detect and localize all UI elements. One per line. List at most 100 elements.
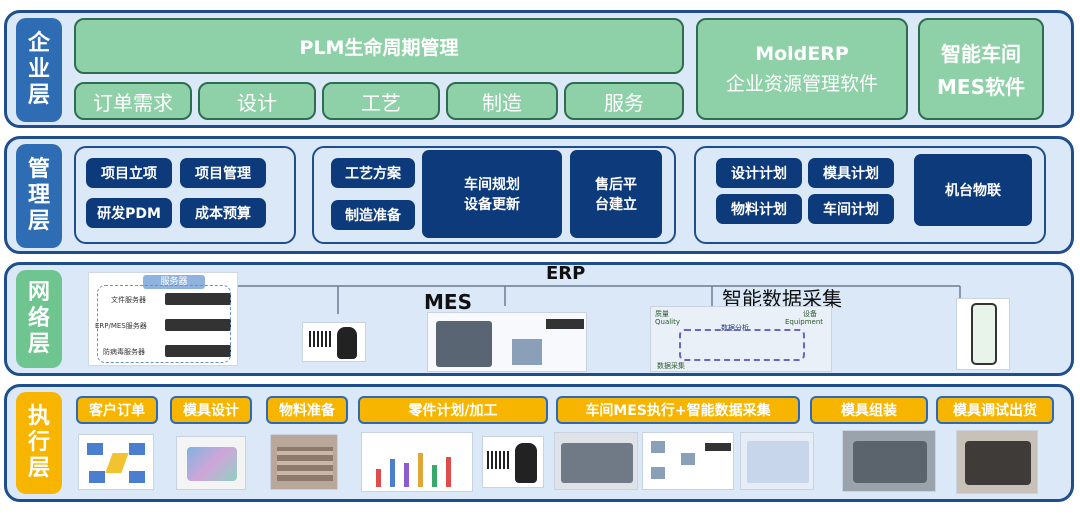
bar-icon (418, 453, 423, 487)
btn-cost-budget: 成本预算 (180, 198, 266, 228)
dashboard-icon (747, 441, 809, 483)
mold-design-image (176, 436, 246, 490)
steel-block-icon (277, 447, 333, 481)
server-diagram: 服务器 文件服务器 ERP/MES服务器 防病毒服务器 (88, 272, 238, 366)
plm-item-service: 服务 (564, 82, 684, 120)
bar-icon (376, 469, 381, 487)
data-screen-image (740, 432, 814, 490)
btn-workshop-plan: 车间计划 (808, 194, 894, 224)
erp-label: ERP (546, 263, 586, 284)
device-icon (651, 467, 665, 479)
mold-assembly-image (842, 430, 936, 492)
computer-icon (129, 471, 145, 483)
server-unit (165, 345, 231, 357)
dc-label-equipment-cn: 设备 (803, 310, 817, 318)
workshop-planning-line2: 设备更新 (464, 197, 520, 213)
mes-software-box: 智能车间 MES软件 (918, 18, 1044, 120)
dc-label-quality-cn: 质量 (655, 310, 669, 318)
btn-material-plan: 物料计划 (716, 194, 802, 224)
server-unit (165, 319, 231, 331)
molderp-line2: 企业资源管理软件 (725, 72, 878, 95)
order-network-image (78, 434, 154, 490)
device-icon (681, 453, 695, 465)
step-mes-execution: 车间MES执行+智能数据采集 (556, 396, 800, 424)
molderp-line1: MoldERP (755, 42, 849, 65)
aftersales-line1: 售后平 (595, 177, 637, 193)
computer-icon (87, 443, 103, 455)
barcode-icon (309, 331, 331, 347)
part-plan-chart-image (361, 432, 473, 492)
dc-label-quality-en: Quality (655, 318, 681, 326)
plm-item-design: 设计 (198, 82, 316, 120)
mes-label: MES (424, 290, 472, 314)
workshop-planning-line1: 车间规划 (464, 177, 520, 193)
aftersales-line2: 台建立 (595, 197, 637, 213)
computer-icon (129, 443, 145, 455)
server-unit (165, 293, 231, 305)
step-part-machining: 零件计划/加工 (358, 396, 548, 424)
mes-hardware-image (427, 312, 587, 372)
step-customer-order: 客户订单 (76, 396, 158, 424)
btn-machine-iot: 机台物联 (914, 154, 1032, 226)
server-label-file: 文件服务器 (111, 296, 146, 304)
btn-aftersales-platform: 售后平 台建立 (570, 150, 662, 238)
bar-icon (390, 459, 395, 487)
server-dashed-bracket (97, 285, 231, 363)
btn-project-initiation: 项目立项 (86, 158, 172, 188)
cnc-machine-image (554, 432, 638, 490)
btn-mold-plan: 模具计划 (808, 158, 894, 188)
btn-manufacture-prep: 制造准备 (331, 200, 415, 230)
btn-design-plan: 设计计划 (716, 158, 802, 188)
network-switch-icon (512, 339, 542, 365)
mold-core-icon (853, 441, 927, 483)
dc-label-analysis: 数据分析 (721, 324, 749, 332)
server-label-erpmes: ERP/MES服务器 (95, 322, 147, 330)
bar-icon (446, 457, 451, 487)
computer-icon (89, 471, 105, 483)
server-rack-icon (546, 319, 584, 329)
server-rack-icon (705, 443, 731, 451)
btn-rd-pdm: 研发PDM (86, 198, 172, 228)
step-mold-debug-ship: 模具调试出货 (936, 396, 1054, 424)
barcode-scanner-image (302, 322, 366, 362)
step-mold-assembly: 模具组装 (810, 396, 928, 424)
barcode-icon (487, 451, 509, 469)
btn-project-management: 项目管理 (180, 158, 266, 188)
network-layer-label: 网络层 (16, 270, 62, 368)
btn-workshop-planning: 车间规划 设备更新 (422, 150, 562, 238)
cnc-machine-icon (436, 321, 492, 367)
material-stock-image (270, 434, 338, 490)
mold-3d-model-icon (187, 447, 237, 481)
machine-body-icon (561, 443, 633, 483)
scanner-image (482, 436, 544, 488)
server-label-antivirus: 防病毒服务器 (103, 348, 145, 356)
plm-title: PLM生命周期管理 (74, 18, 684, 74)
mes-line1: 智能车间 (941, 42, 1021, 66)
phone-screen-icon (971, 303, 997, 365)
dc-loop-frame (679, 329, 805, 361)
enterprise-layer-label: 企业层 (16, 18, 62, 122)
scanner-icon (337, 327, 357, 359)
dc-label-collect: 数据采集 (657, 362, 685, 370)
scanner-icon (515, 443, 537, 483)
data-collection-diagram: 质量 Quality 数据分析 设备 Equipment 数据采集 (650, 306, 832, 372)
mes-line2: MES软件 (937, 75, 1025, 99)
network-topology-image (642, 432, 734, 490)
dc-label-equipment-en: Equipment (785, 318, 823, 326)
bar-icon (404, 463, 409, 487)
mold-debug-image (956, 430, 1038, 494)
step-mold-design: 模具设计 (170, 396, 252, 424)
bar-icon (432, 465, 437, 487)
mold-assembly-icon (965, 441, 1031, 485)
step-material-prep: 物料准备 (266, 396, 348, 424)
device-icon (651, 441, 665, 453)
plm-item-manufacture: 制造 (446, 82, 558, 120)
mobile-phone-image (956, 298, 1010, 370)
molderp-box: MoldERP 企业资源管理软件 (696, 18, 908, 120)
execution-layer-label: 执行层 (16, 392, 62, 494)
plm-item-order: 订单需求 (74, 82, 192, 120)
management-layer-label: 管理层 (16, 144, 62, 248)
btn-process-plan: 工艺方案 (331, 158, 415, 188)
plm-item-process: 工艺 (322, 82, 440, 120)
